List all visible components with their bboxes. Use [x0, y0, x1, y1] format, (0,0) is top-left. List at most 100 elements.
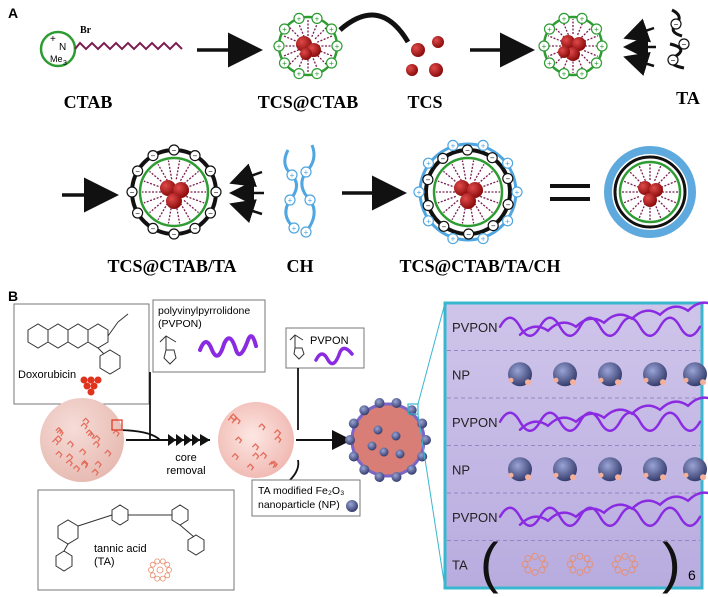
ctab-n-label: N [59, 42, 66, 53]
tannic-line1: tannic acid [94, 543, 147, 555]
charge-mark [422, 174, 434, 186]
layer-label: PVPON [452, 415, 498, 430]
charge-sign: + [282, 59, 287, 68]
charge-sign: − [426, 202, 431, 211]
ctab-me-sub: 3 [63, 60, 67, 67]
hollow-capsule [218, 402, 294, 478]
charge-sign: + [426, 217, 431, 226]
ta-arrows [623, 18, 656, 76]
charge-sign: + [335, 42, 340, 51]
charge-sign: − [426, 176, 431, 185]
charge-mark [502, 198, 514, 210]
charge-mark [126, 186, 138, 198]
svg-text:−: − [674, 20, 679, 29]
layer-label: PVPON [452, 510, 498, 525]
ch-charges: ++++++ [284, 166, 316, 238]
tcs-ctab-label: TCS@CTAB [258, 92, 358, 112]
equals-sign [550, 184, 590, 201]
charge-sign: − [193, 224, 198, 233]
charge-mark [132, 207, 144, 219]
ctab-charge: + [50, 34, 56, 45]
svg-text:+: + [288, 196, 293, 205]
charge-sign: + [580, 14, 585, 23]
tcs-ctab-ta-particle [130, 148, 218, 236]
panel-a-label: A [8, 5, 18, 21]
charge-sign: + [481, 141, 486, 150]
ctab-me-label: Me [50, 54, 63, 64]
charge-mark [422, 157, 434, 169]
ch-label: CH [287, 256, 314, 276]
charge-sign: + [417, 188, 422, 197]
charge-mark [273, 40, 285, 52]
pvpon-small-box: PVPON [285, 327, 365, 369]
svg-text:−: − [671, 56, 676, 65]
charge-mark [278, 23, 291, 35]
core-removal-line1: core [175, 452, 196, 464]
charge-sign: + [505, 159, 510, 168]
pvpon-box: polyvinylpyrrolidone (PVPON) [152, 299, 266, 373]
repeat-count: 6 [688, 567, 696, 583]
charge-sign: + [547, 25, 552, 34]
charge-mark [502, 157, 514, 169]
core-removal-line2: removal [166, 465, 205, 477]
charge-mark [487, 220, 499, 232]
charge-sign: + [451, 235, 456, 244]
charge-mark [204, 207, 216, 219]
svg-text:+: + [304, 168, 309, 177]
doxorubicin-label: Doxorubicin [18, 369, 76, 381]
charge-mark [293, 67, 305, 80]
charge-mark [590, 57, 603, 69]
charge-mark [325, 57, 338, 69]
charge-sign: − [172, 230, 177, 239]
charge-sign: + [297, 14, 302, 23]
charge-sign: + [426, 159, 431, 168]
charge-mark [486, 152, 498, 164]
tcs-ctab-ta-ch-particle [418, 142, 518, 242]
charge-mark [437, 152, 449, 164]
charge-mark [147, 222, 159, 234]
charge-mark [189, 150, 201, 162]
svg-text:+: + [304, 228, 309, 237]
charge-sign: + [451, 141, 456, 150]
charge-sign: − [208, 167, 213, 176]
layer-label: NP [452, 367, 470, 382]
charge-mark [168, 144, 180, 156]
charge-mark [311, 12, 323, 24]
pvpon-box-strand [198, 334, 258, 358]
layer-label: TA [452, 557, 468, 572]
curved-arrow-tcs [338, 12, 411, 44]
charge-mark [331, 40, 343, 52]
charge-sign: + [315, 14, 320, 23]
charge-mark [438, 220, 450, 232]
layer-label: PVPON [452, 320, 498, 335]
panel-b-label: B [8, 288, 18, 304]
charge-mark [204, 165, 216, 177]
charge-sign: − [505, 175, 510, 184]
ctab-label: CTAB [64, 92, 113, 112]
np-icon [346, 500, 358, 512]
ta-np-line1: TA modified Fe₂O₃ [258, 485, 344, 497]
pvpon-box-line1: polyvinylpyrrolidone [158, 305, 250, 317]
charge-sign: + [329, 25, 334, 34]
charge-sign: + [600, 42, 605, 51]
simplified-particle [604, 146, 696, 238]
charge-mark [447, 233, 459, 245]
charge-sign: − [172, 146, 177, 155]
charge-mark [558, 12, 570, 24]
tannic-line2: (TA) [94, 556, 115, 568]
charge-sign: + [547, 59, 552, 68]
charge-sign: − [490, 154, 495, 163]
charge-sign: + [297, 70, 302, 79]
tcs-label: TCS [407, 92, 442, 112]
ta-np-line2: nanoparticle (NP) [258, 499, 340, 511]
bracket-right: ) [662, 531, 681, 594]
pvpon-small-label: PVPON [310, 335, 349, 347]
charge-mark [558, 67, 570, 80]
charge-mark [502, 172, 514, 185]
charge-mark [147, 150, 159, 162]
tcs-ctab-ta-label: TCS@CTAB/TA [107, 256, 236, 276]
charge-sign: − [440, 154, 445, 163]
charge-sign: + [505, 217, 510, 226]
ctab-br-label: Br [80, 25, 92, 36]
